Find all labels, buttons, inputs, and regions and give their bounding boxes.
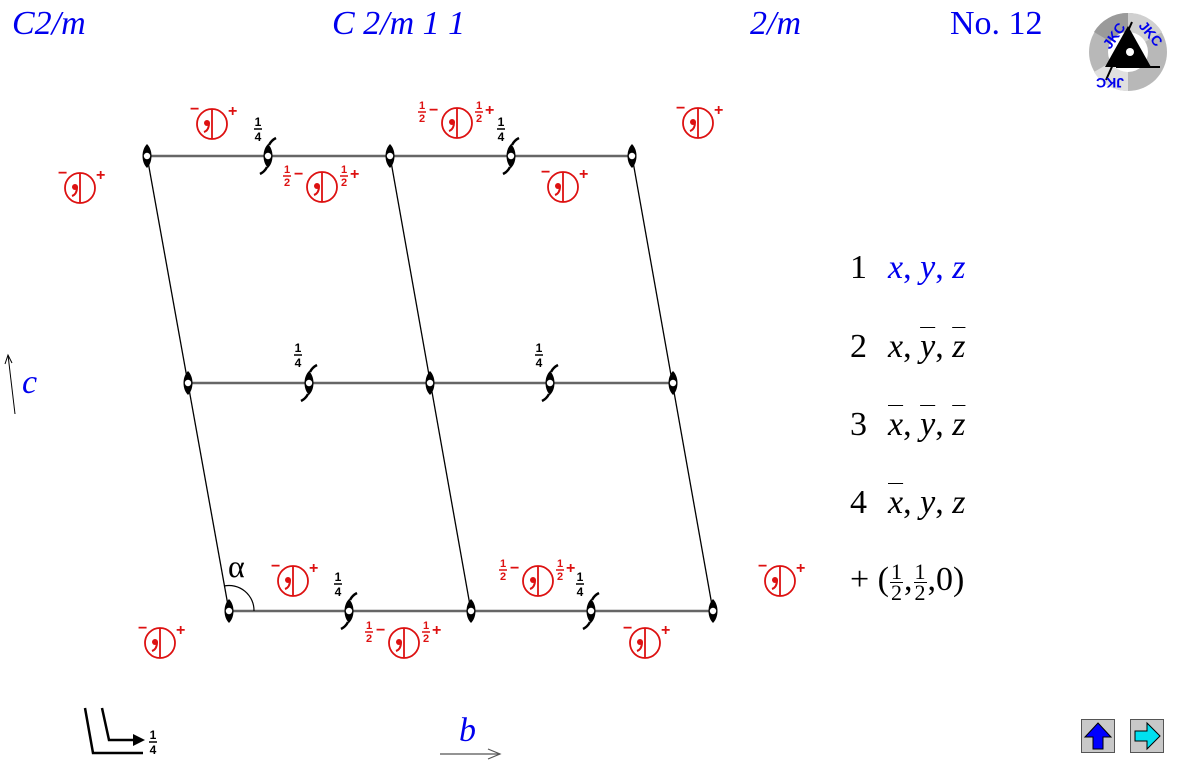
svg-text:−: − — [271, 558, 280, 575]
angle-arc — [223, 584, 255, 612]
svg-text:2: 2 — [476, 113, 482, 125]
equivalent-positions: −+ −+ −+ −+ −+ −+ −+ −+ 12 − 12 + 12 − 1… — [58, 100, 805, 659]
height-legend-icon — [83, 707, 145, 755]
position-marker-half: 12 − 12 + — [283, 164, 359, 203]
position-marker: −+ — [138, 620, 185, 659]
svg-text:+: + — [661, 622, 670, 639]
quarter-height-labels: 14 14 14 14 14 14 — [254, 115, 584, 599]
position-marker-half: 12 − 12 + — [418, 100, 494, 139]
svg-text:−: − — [676, 100, 685, 117]
height-legend-label: 14 — [149, 728, 157, 757]
jkc-logo-icon[interactable]: JKC JKC JKC — [1088, 12, 1168, 92]
svg-text:2: 2 — [557, 571, 563, 583]
svg-text:−: − — [429, 102, 438, 119]
svg-text:2: 2 — [284, 177, 290, 189]
svg-text:1: 1 — [150, 728, 157, 742]
svg-text:+: + — [432, 622, 441, 639]
svg-text:1: 1 — [476, 100, 482, 112]
svg-text:+: + — [796, 560, 805, 577]
svg-text:1: 1 — [366, 620, 372, 632]
short-symbol: C2/m — [12, 5, 86, 42]
right-arrow-icon — [1134, 721, 1161, 751]
svg-text:1: 1 — [255, 115, 262, 129]
angle-alpha-label: α — [228, 548, 245, 584]
svg-text:1: 1 — [557, 558, 563, 570]
position-marker: −+ — [271, 558, 318, 597]
svg-text:−: − — [190, 101, 199, 118]
svg-text:2: 2 — [500, 571, 506, 583]
svg-text:−: − — [623, 620, 632, 637]
svg-text:+: + — [350, 166, 359, 183]
svg-text:1: 1 — [284, 164, 290, 176]
svg-text:1: 1 — [423, 620, 429, 632]
svg-text:+: + — [485, 102, 494, 119]
position-marker: −+ — [676, 100, 723, 139]
space-group-number: No. 12 — [950, 5, 1043, 42]
up-arrow-icon — [1083, 722, 1113, 750]
svg-text:+: + — [228, 103, 237, 120]
point-group: 2/m — [750, 5, 801, 42]
position-marker-half: 12 − 12 + — [499, 558, 575, 597]
position-marker: −+ — [758, 558, 805, 597]
position-marker: −+ — [541, 164, 588, 203]
svg-text:−: − — [758, 558, 767, 575]
position-marker: −+ — [190, 101, 237, 140]
svg-text:4: 4 — [295, 356, 302, 370]
svg-text:−: − — [294, 166, 303, 183]
b-axis-label: b — [459, 712, 476, 749]
svg-text:1: 1 — [419, 100, 425, 112]
svg-text:+: + — [176, 622, 185, 639]
c-axis-label: c — [22, 364, 38, 401]
svg-text:4: 4 — [335, 585, 342, 599]
position-marker: −+ — [623, 620, 670, 659]
svg-text:1: 1 — [577, 570, 584, 584]
svg-text:4: 4 — [536, 356, 543, 370]
svg-text:−: − — [58, 165, 67, 182]
position-marker: −+ — [58, 165, 105, 204]
svg-text:1: 1 — [536, 341, 543, 355]
svg-text:2: 2 — [419, 113, 425, 125]
svg-text:1: 1 — [335, 570, 342, 584]
svg-text:JKC: JKC — [1096, 75, 1124, 91]
svg-text:1: 1 — [498, 115, 505, 129]
svg-text:+: + — [566, 560, 575, 577]
full-symbol: C 2/m 1 1 — [332, 5, 466, 42]
svg-text:4: 4 — [255, 130, 262, 144]
svg-text:4: 4 — [498, 130, 505, 144]
svg-text:4: 4 — [150, 743, 157, 757]
svg-text:−: − — [376, 622, 385, 639]
svg-text:1: 1 — [295, 341, 302, 355]
svg-text:1: 1 — [500, 558, 506, 570]
b-axis-arrow — [440, 748, 502, 760]
svg-text:−: − — [510, 560, 519, 577]
c-axis-arrow — [4, 353, 16, 415]
svg-text:+: + — [714, 102, 723, 119]
svg-text:+: + — [96, 167, 105, 184]
position-marker-half: 12 − 12 + — [365, 620, 441, 659]
svg-text:2: 2 — [366, 633, 372, 645]
svg-text:+: + — [579, 166, 588, 183]
svg-text:−: − — [541, 164, 550, 181]
svg-text:+: + — [309, 560, 318, 577]
svg-text:−: − — [138, 620, 147, 637]
svg-text:4: 4 — [577, 585, 584, 599]
svg-text:1: 1 — [341, 164, 347, 176]
svg-text:2: 2 — [423, 633, 429, 645]
next-button[interactable] — [1130, 719, 1164, 753]
svg-text:2: 2 — [341, 177, 347, 189]
up-button[interactable] — [1081, 719, 1115, 753]
